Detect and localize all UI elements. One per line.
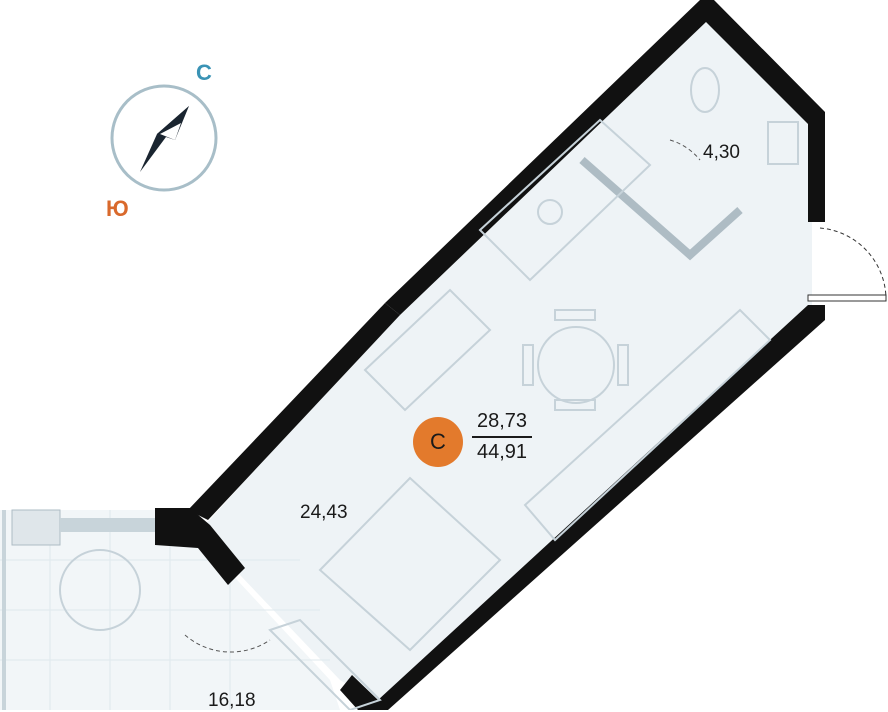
bathroom-area: 4,30: [703, 142, 740, 163]
main-room-area: 24,43: [300, 502, 348, 523]
entrance-door: [807, 227, 887, 302]
total-area: 44,91: [476, 441, 528, 463]
balcony-area: 16,18: [208, 690, 256, 711]
compass-south-label: Ю: [106, 196, 129, 221]
fraction-line: [472, 436, 532, 438]
unit-type-badge: С: [413, 417, 463, 467]
compass: [110, 84, 218, 192]
area-fraction: 28,73 44,91: [472, 410, 532, 464]
unit-type-label: С: [430, 429, 446, 454]
living-area: 28,73: [476, 410, 528, 432]
compass-north-label: С: [196, 60, 212, 85]
furniture: [59, 67, 799, 710]
bathroom-partition: [579, 156, 743, 261]
walls: [155, 0, 825, 710]
